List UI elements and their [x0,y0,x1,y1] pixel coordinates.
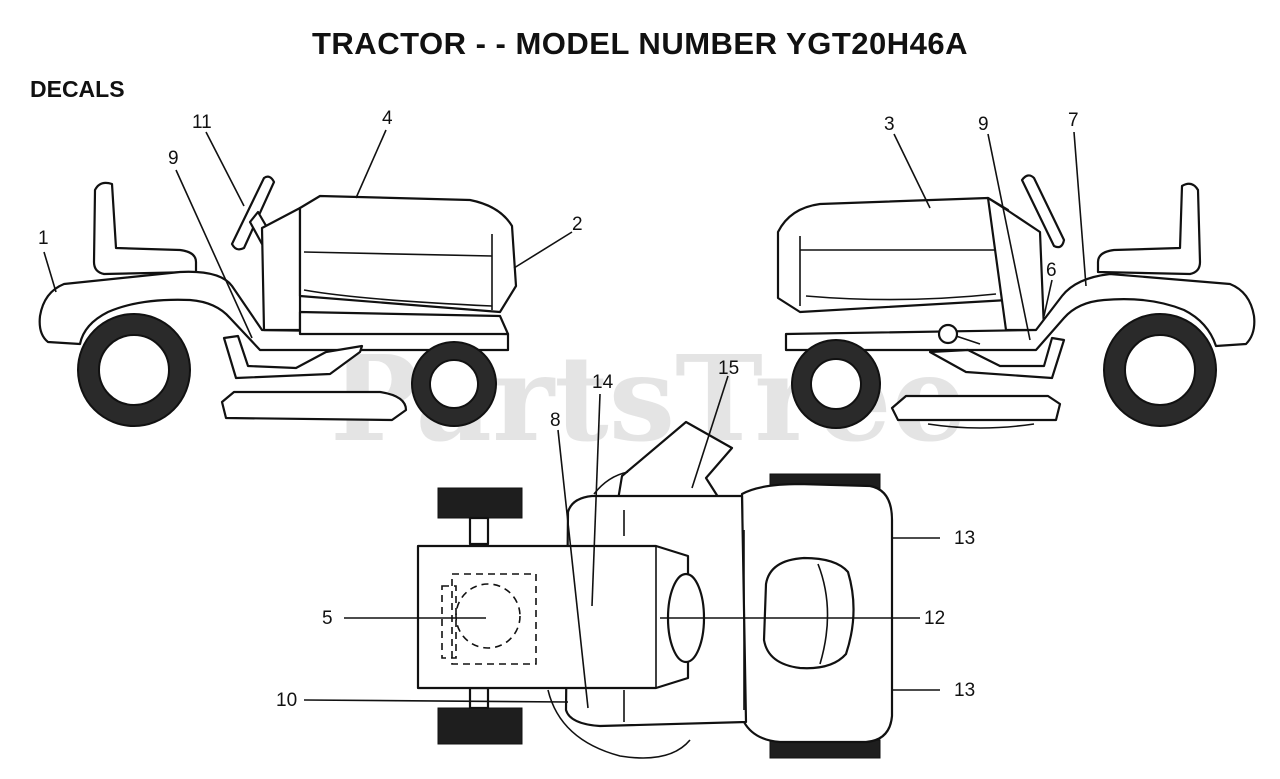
dash-tower-right [986,196,1046,332]
callout-12: 12 [924,608,945,629]
callout-labels: 1 2 3 4 5 6 7 8 9 9 10 11 12 13 13 14 15 [38,108,1079,711]
rear-fender-right [784,272,1256,352]
section-heading: DECALS [30,76,125,102]
page-title: TRACTOR - - MODEL NUMBER YGT20H46A [311,26,968,61]
tractor-left-side-view [38,175,518,427]
seat-right [1096,182,1202,276]
hood-right [776,196,1010,314]
leader-lines [43,129,1087,709]
callout-13-top: 13 [954,528,975,549]
seat-top [762,556,855,670]
callout-2: 2 [572,214,583,235]
callout-7: 7 [1068,110,1079,131]
callout-8: 8 [550,410,561,431]
tractor-right-side-view [776,174,1256,429]
callout-9-right: 9 [978,114,989,135]
tractor-top-view [416,420,894,759]
callout-9-left: 9 [168,148,179,169]
callout-15: 15 [718,358,739,379]
fuel-cap-right [937,323,959,345]
mower-deck-left [220,390,408,422]
steering-wheel-left [230,175,276,251]
callout-11: 11 [192,112,212,133]
front-frame-left [298,310,510,336]
footrest-right [928,336,1066,380]
footrest-left [222,334,364,380]
callout-14: 14 [592,372,614,393]
hood-top [416,544,690,690]
steering-wheel-right [1020,174,1066,249]
front-tire-top [437,487,523,519]
seat-left [92,181,198,276]
callout-13-bottom: 13 [954,680,975,701]
front-tire-bottom [437,707,523,745]
callout-5: 5 [322,608,333,629]
callout-3: 3 [884,114,895,135]
mower-deck-right [890,394,1062,422]
callout-10: 10 [276,690,297,711]
callout-1: 1 [38,228,49,249]
callout-6: 6 [1046,260,1057,281]
dash-tower-left [260,206,302,332]
callout-4: 4 [382,108,393,129]
rear-fender-left [38,270,510,352]
